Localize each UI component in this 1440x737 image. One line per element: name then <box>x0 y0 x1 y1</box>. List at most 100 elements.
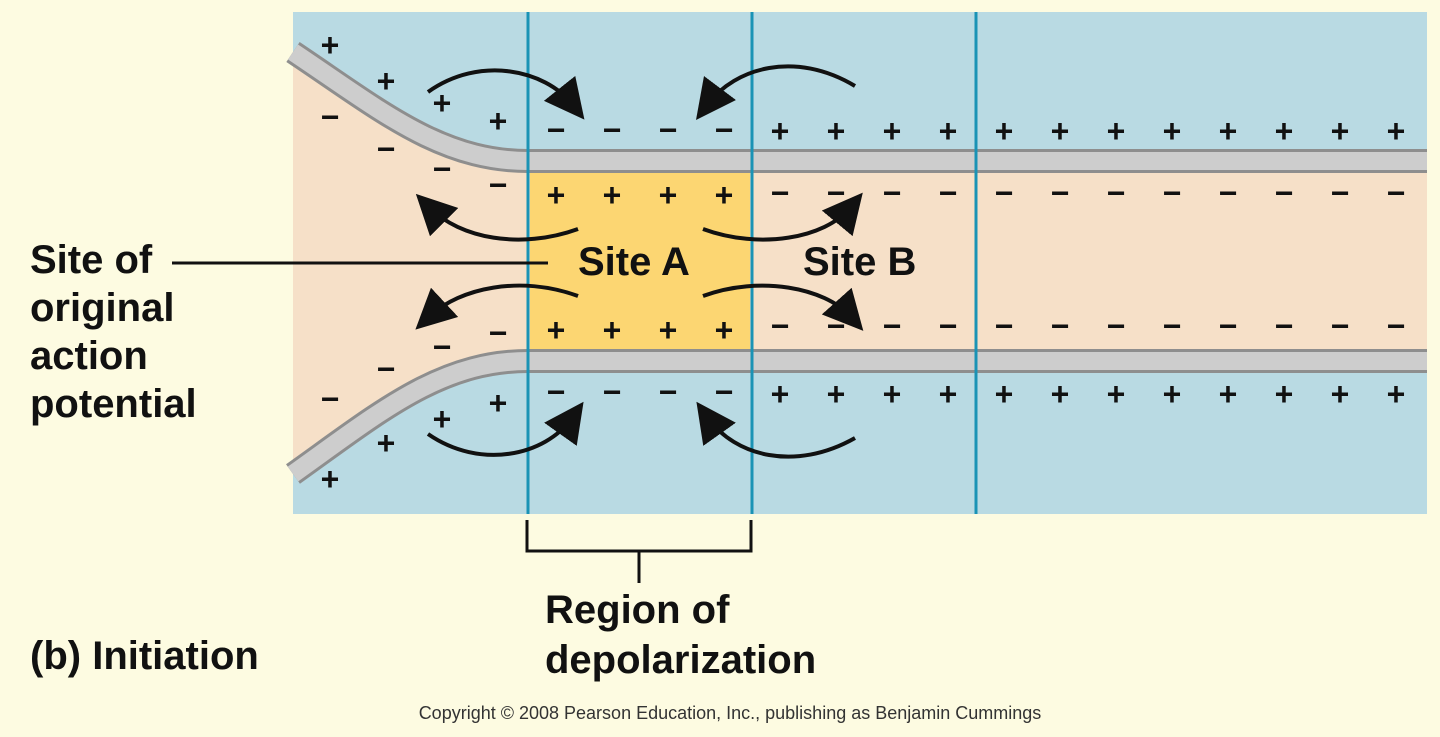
outer-plus-symbol: + <box>771 376 790 412</box>
inner-minus-symbol: − <box>1051 175 1070 211</box>
outer-plus-symbol: + <box>433 401 452 437</box>
inner-plus-symbol: + <box>547 312 566 348</box>
inner-minus-symbol: − <box>1387 308 1406 344</box>
inner-plus-symbol: + <box>659 177 678 213</box>
site-of-original-line-4: potential <box>30 382 197 426</box>
inner-plus-symbol: + <box>659 312 678 348</box>
region-label-line-1: Region of <box>545 588 730 632</box>
arrow-outer-bottom-right <box>696 401 856 459</box>
inner-minus-symbol: − <box>489 167 508 203</box>
inner-minus-symbol: − <box>883 308 902 344</box>
inner-minus-symbol: − <box>1163 175 1182 211</box>
outer-plus-symbol: + <box>489 385 508 421</box>
outer-plus-symbol: + <box>939 113 958 149</box>
inner-minus-symbol: − <box>995 175 1014 211</box>
site-of-original-line-1: Site of <box>30 238 153 282</box>
outer-plus-symbol: + <box>827 376 846 412</box>
outer-minus-symbol: − <box>715 112 734 148</box>
inner-minus-symbol: − <box>1163 308 1182 344</box>
outer-plus-symbol: + <box>377 63 396 99</box>
outer-plus-symbol: + <box>883 376 902 412</box>
outer-plus-symbol: + <box>995 376 1014 412</box>
outer-minus-symbol: − <box>603 112 622 148</box>
outer-plus-symbol: + <box>1331 376 1350 412</box>
current-flow-arrows <box>415 64 864 459</box>
inner-minus-symbol: − <box>1107 308 1126 344</box>
region-bracket <box>525 520 753 583</box>
inner-minus-symbol: − <box>883 175 902 211</box>
outer-plus-symbol: + <box>995 113 1014 149</box>
arrow-inner-bottom-right <box>702 283 864 331</box>
inner-minus-symbol: − <box>827 308 846 344</box>
inner-plus-symbol: + <box>603 177 622 213</box>
inner-plus-symbol: + <box>715 312 734 348</box>
outer-minus-symbol: − <box>715 374 734 410</box>
outer-plus-symbol: + <box>939 376 958 412</box>
inner-minus-symbol: − <box>321 99 340 135</box>
inner-minus-symbol: − <box>1051 308 1070 344</box>
outer-plus-symbol: + <box>1219 376 1238 412</box>
inner-minus-symbol: − <box>939 175 958 211</box>
arrow-outer-bottom-left <box>426 401 584 457</box>
inner-minus-symbol: − <box>1331 308 1350 344</box>
outer-minus-symbol: − <box>547 374 566 410</box>
inner-minus-symbol: − <box>433 329 452 365</box>
inner-minus-symbol: − <box>433 151 452 187</box>
panel-letter: (b) <box>30 634 82 678</box>
outer-plus-symbol: + <box>1275 376 1294 412</box>
arrow-inner-top-right <box>702 192 863 242</box>
outer-minus-symbol: − <box>659 112 678 148</box>
arrow-inner-bottom-left <box>415 283 579 330</box>
inner-minus-symbol: − <box>1275 308 1294 344</box>
inner-minus-symbol: − <box>489 315 508 351</box>
outer-minus-symbol: − <box>603 374 622 410</box>
outer-plus-symbol: + <box>1163 113 1182 149</box>
panel-title: (b) Initiation <box>30 634 259 679</box>
inner-minus-symbol: − <box>1107 175 1126 211</box>
site-a-label: Site A <box>578 240 690 284</box>
site-b-label: Site B <box>803 240 917 284</box>
site-of-original-line-3: action <box>30 334 148 378</box>
inner-minus-symbol: − <box>377 351 396 387</box>
outer-plus-symbol: + <box>1275 113 1294 149</box>
outer-minus-symbol: − <box>659 374 678 410</box>
inner-minus-symbol: − <box>1387 175 1406 211</box>
outer-plus-symbol: + <box>1387 113 1406 149</box>
outer-plus-symbol: + <box>1051 376 1070 412</box>
region-label-line-2: depolarization <box>545 638 817 682</box>
outer-plus-symbol: + <box>1219 113 1238 149</box>
axon-membrane <box>286 42 1427 484</box>
panel-title-text: Initiation <box>92 634 259 678</box>
inner-minus-symbol: − <box>771 175 790 211</box>
outer-plus-symbol: + <box>321 27 340 63</box>
region-of-depolarization-label: Region of depolarization <box>545 585 816 685</box>
inner-minus-symbol: − <box>321 381 340 417</box>
inner-plus-symbol: + <box>547 177 566 213</box>
outer-plus-symbol: + <box>1331 113 1350 149</box>
arrow-outer-top-left <box>426 68 585 120</box>
outer-plus-symbol: + <box>321 461 340 497</box>
charge-symbols: + + + + − − − − + + + + + + + + + + + + − − − − + + + + − − − − − − − − − − − −… <box>321 27 1406 497</box>
inner-minus-symbol: − <box>995 308 1014 344</box>
inner-plus-symbol: + <box>603 312 622 348</box>
outer-minus-symbol: − <box>547 112 566 148</box>
outer-plus-symbol: + <box>827 113 846 149</box>
outer-plus-symbol: + <box>1163 376 1182 412</box>
inner-minus-symbol: − <box>1275 175 1294 211</box>
site-of-original-line-2: original <box>30 286 175 330</box>
inner-minus-symbol: − <box>1219 175 1238 211</box>
outer-plus-symbol: + <box>433 85 452 121</box>
depolarized-region <box>530 172 750 353</box>
outer-plus-symbol: + <box>1387 376 1406 412</box>
inner-minus-symbol: − <box>1331 175 1350 211</box>
inner-minus-symbol: − <box>771 308 790 344</box>
inner-minus-symbol: − <box>939 308 958 344</box>
outer-plus-symbol: + <box>771 113 790 149</box>
copyright-notice: Copyright © 2008 Pearson Education, Inc.… <box>418 703 1042 723</box>
inner-minus-symbol: − <box>1219 308 1238 344</box>
outer-plus-symbol: + <box>1107 113 1126 149</box>
outer-plus-symbol: + <box>377 425 396 461</box>
inner-minus-symbol: − <box>827 175 846 211</box>
arrow-outer-top-right <box>695 64 857 120</box>
